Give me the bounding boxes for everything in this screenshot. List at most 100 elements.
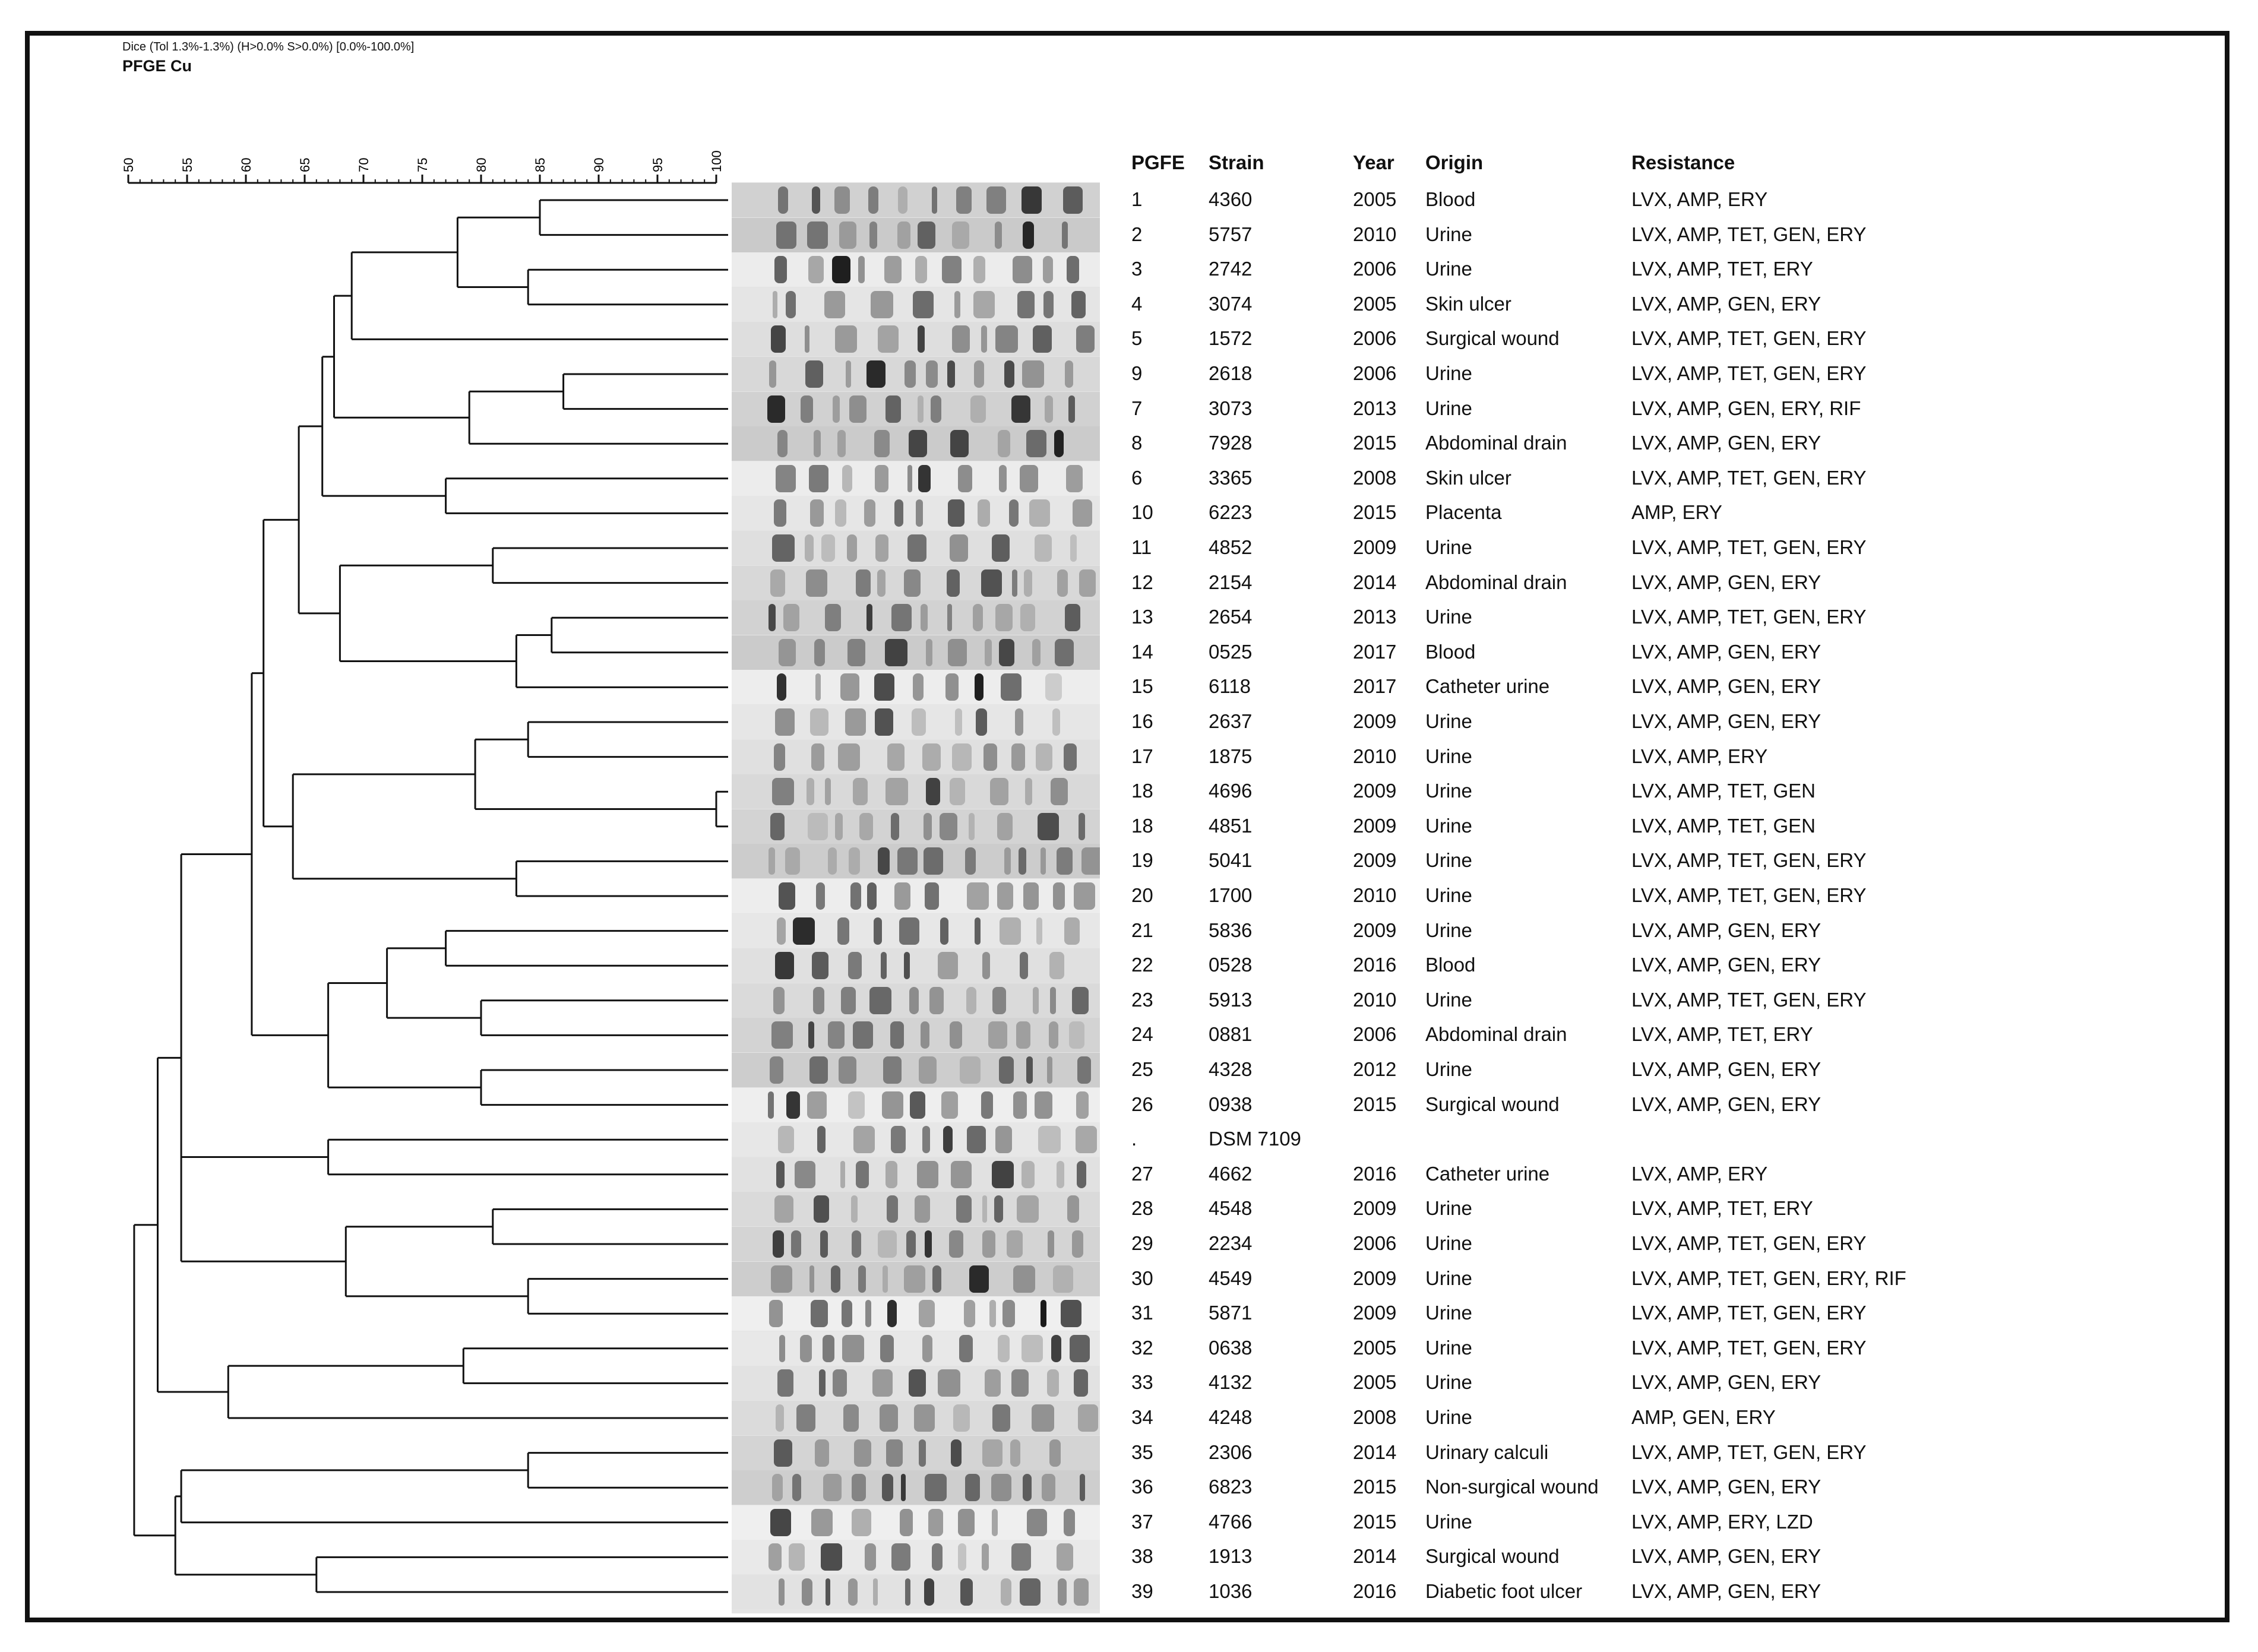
cell-origin: Urine xyxy=(1425,919,1472,941)
cell-origin: Urine xyxy=(1425,814,1472,837)
cell-strain: 4851 xyxy=(1209,814,1253,837)
gel-band xyxy=(840,1160,846,1188)
gel-band xyxy=(890,1126,906,1154)
gel-band xyxy=(777,430,788,458)
gel-band xyxy=(877,325,899,353)
cell-pfge: 14 xyxy=(1131,640,1153,663)
gel-band xyxy=(924,1578,935,1606)
gel-band xyxy=(799,1334,812,1362)
cell-year: 2008 xyxy=(1353,1406,1397,1428)
gel-band xyxy=(1056,847,1073,875)
gel-band xyxy=(1050,778,1068,806)
gel-band xyxy=(1070,534,1077,562)
cell-pfge: 3 xyxy=(1131,258,1143,280)
gel-band xyxy=(965,1474,981,1502)
gel-band xyxy=(956,1195,972,1223)
gel-band xyxy=(835,812,843,840)
gel-band xyxy=(956,186,972,214)
gel-band xyxy=(1015,708,1023,736)
gel-band xyxy=(920,604,928,632)
cell-pfge: 32 xyxy=(1131,1336,1153,1359)
cell-pfge: . xyxy=(1131,1128,1137,1150)
gel-band xyxy=(1079,569,1096,597)
cell-resistance: LVX, AMP, GEN, ERY xyxy=(1631,675,1821,698)
gel-band xyxy=(1013,1265,1035,1293)
gel-band xyxy=(811,743,824,771)
cell-resistance: LVX, AMP, GEN, ERY xyxy=(1631,292,1821,315)
gel-band xyxy=(937,952,959,980)
cell-year: 2016 xyxy=(1353,1162,1397,1185)
gel-band xyxy=(777,1369,794,1397)
gel-band xyxy=(1033,986,1039,1014)
cell-resistance: LVX, AMP, TET, GEN, ERY xyxy=(1631,884,1867,906)
cell-resistance: LVX, AMP, TET, GEN, ERY xyxy=(1631,1336,1867,1359)
gel-band xyxy=(900,1474,906,1502)
gel-band xyxy=(824,290,845,318)
gel-band xyxy=(907,534,926,562)
gel-band xyxy=(880,952,887,980)
gel-band xyxy=(822,1334,835,1362)
gel-band xyxy=(1049,1439,1061,1467)
gel-lane xyxy=(732,705,1100,739)
gel-band xyxy=(838,1056,856,1084)
cell-pfge: 11 xyxy=(1131,536,1152,558)
cell-origin: Urinary calculi xyxy=(1425,1441,1549,1463)
cell-year: 2014 xyxy=(1353,1545,1397,1568)
cell-year: 2017 xyxy=(1353,675,1397,698)
gel-band xyxy=(992,986,1006,1014)
cell-origin: Urine xyxy=(1425,884,1472,906)
gel-band xyxy=(808,1021,815,1049)
figure-title: PFGE Cu xyxy=(122,57,192,75)
cell-strain: 7928 xyxy=(1209,432,1253,454)
cell-strain: 4766 xyxy=(1209,1510,1253,1533)
cell-year: 2010 xyxy=(1353,988,1397,1011)
gel-band xyxy=(1009,499,1019,527)
gel-band xyxy=(858,256,865,284)
gel-band xyxy=(952,221,970,249)
gel-band xyxy=(941,1091,959,1119)
cell-year: 2013 xyxy=(1353,397,1397,419)
gel-band xyxy=(1045,673,1062,701)
gel-band xyxy=(986,186,1006,214)
gel-band xyxy=(815,1439,829,1467)
gel-band xyxy=(804,325,809,353)
gel-band xyxy=(769,360,777,388)
cell-year: 2006 xyxy=(1353,362,1397,384)
gel-band xyxy=(1023,882,1039,910)
gel-band xyxy=(842,464,852,492)
gel-lane xyxy=(732,1192,1100,1227)
gel-band xyxy=(851,1230,861,1258)
cell-resistance: LVX, AMP, GEN, ERY xyxy=(1631,571,1821,593)
gel-band xyxy=(957,1543,966,1571)
cell-pfge: 31 xyxy=(1131,1302,1153,1324)
gel-band xyxy=(1049,952,1065,980)
gel-band xyxy=(828,847,837,875)
cell-resistance: LVX, AMP, TET, GEN, ERY xyxy=(1631,362,1867,384)
gel-band xyxy=(891,1543,911,1571)
gel-band xyxy=(769,1056,784,1084)
gel-band xyxy=(970,395,986,423)
gel-band xyxy=(768,847,775,875)
cell-year: 2008 xyxy=(1353,466,1397,489)
cell-resistance: LVX, AMP, GEN, ERY xyxy=(1631,919,1821,941)
gel-image xyxy=(732,182,1100,1613)
gel-band xyxy=(1027,1508,1047,1536)
gel-band xyxy=(910,1091,925,1119)
gel-band xyxy=(825,604,842,632)
gel-band xyxy=(948,499,964,527)
gel-band xyxy=(858,1265,866,1293)
gel-band xyxy=(859,812,873,840)
gel-band xyxy=(820,1543,842,1571)
gel-band xyxy=(912,290,934,318)
gel-band xyxy=(954,708,963,736)
gel-band xyxy=(774,1195,793,1223)
cell-pfge: 35 xyxy=(1131,1441,1153,1463)
scale-tick-label: 75 xyxy=(415,158,430,172)
gel-band xyxy=(769,604,776,632)
cell-pfge: 15 xyxy=(1131,675,1153,698)
gel-band xyxy=(991,1474,1011,1502)
gel-band xyxy=(999,1056,1014,1084)
cell-strain: 4548 xyxy=(1209,1197,1253,1220)
gel-band xyxy=(1064,604,1080,632)
gel-lane xyxy=(732,1540,1100,1575)
